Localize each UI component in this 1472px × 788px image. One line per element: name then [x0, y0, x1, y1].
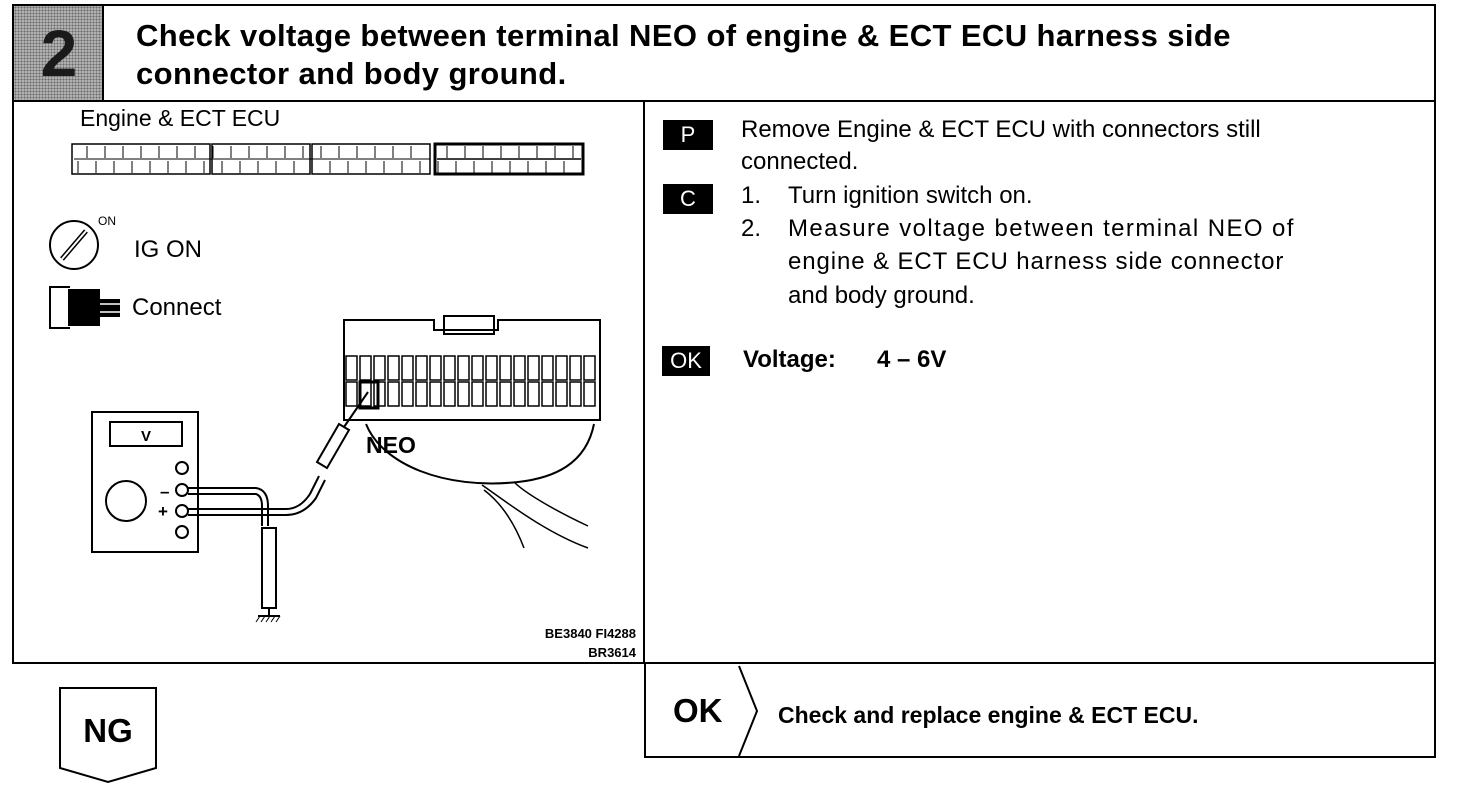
connector-cavity [429, 355, 442, 381]
header-divider [12, 100, 1436, 102]
p-instruction-line-1: Remove Engine & ECT ECU with connectors … [741, 116, 1261, 143]
test-leads [188, 391, 369, 617]
badge-c: C [663, 184, 713, 214]
column-divider [643, 101, 645, 664]
ground-symbol [255, 615, 281, 623]
harness-connector [343, 315, 601, 549]
step-title-line-1: Check voltage between terminal NEO of en… [136, 18, 1231, 53]
voltage-label: Voltage: [743, 346, 836, 373]
connector-cavity [569, 381, 582, 407]
connector-cavity [345, 355, 358, 381]
ecu-label: Engine & ECT ECU [80, 105, 280, 131]
connect-label: Connect [132, 294, 222, 321]
meter-display-label: V [141, 428, 151, 445]
step-1-text: Turn ignition switch on. [788, 182, 1033, 209]
connector-cavity [527, 381, 540, 407]
connector-cavity [443, 355, 456, 381]
voltmeter [91, 411, 199, 553]
ng-result-label: NG [83, 712, 133, 749]
meter-minus-label: – [160, 482, 169, 501]
connector-cavity [443, 381, 456, 407]
connector-cavity [569, 355, 582, 381]
step-2-line-1: Measure voltage between terminal NEO of [788, 215, 1295, 242]
connector-cavity [485, 381, 498, 407]
figure-code-2: BR3614 [588, 645, 636, 660]
procedure-frame [12, 4, 1436, 664]
voltage-value: 4 – 6V [877, 346, 947, 373]
meter-plus-label: + [158, 502, 168, 521]
step-1-number: 1. [741, 182, 762, 209]
connector-cavity [359, 355, 372, 381]
step-2-line-2: engine & ECT ECU harness side connector [788, 248, 1285, 275]
step-2-number: 2. [741, 215, 762, 242]
connector-cavity [499, 355, 512, 381]
connector-connect-icon [49, 286, 120, 329]
connector-cavity [541, 355, 554, 381]
connector-cavity [583, 381, 596, 407]
connector-cavity [583, 355, 596, 381]
connector-cavity [401, 355, 414, 381]
ok-result-label: OK [673, 692, 723, 729]
ok-result-action: Check and replace engine & ECT ECU. [778, 702, 1199, 728]
step-number: 2 [40, 16, 78, 90]
step-title-line-2: connector and body ground. [136, 56, 567, 91]
connector-cavity [457, 381, 470, 407]
step-number-box [14, 6, 104, 100]
connector-cavity [513, 381, 526, 407]
connector-cavity [387, 355, 400, 381]
neo-terminal-cavity [358, 380, 380, 410]
connector-cavity [499, 381, 512, 407]
connector-cavity [555, 381, 568, 407]
connector-cavity [541, 381, 554, 407]
connector-cavity [457, 355, 470, 381]
connector-cavity [429, 381, 442, 407]
ig-on-superscript: ON [98, 214, 116, 228]
connector-cavity [401, 381, 414, 407]
connector-cavity [471, 355, 484, 381]
connector-cavity [471, 381, 484, 407]
connector-cavity [485, 355, 498, 381]
ng-result-box [59, 687, 157, 784]
ig-on-label: IG ON [134, 236, 202, 263]
connector-cavity [513, 355, 526, 381]
ecu-connector-strip [71, 142, 585, 176]
badge-ok: OK [662, 346, 710, 376]
neo-terminal-label: NEO [366, 432, 416, 458]
badge-p: P [663, 120, 713, 150]
ignition-switch-icon [49, 220, 99, 270]
connector-cavity [415, 381, 428, 407]
wiring-diagram: Engine & ECT ECU ON IG ON Connect NEO [49, 105, 637, 660]
connector-cavity [373, 355, 386, 381]
step-2-line-3: and body ground. [788, 282, 975, 309]
connector-cavity [555, 355, 568, 381]
connector-cavity [527, 355, 540, 381]
ok-result-box [644, 664, 1436, 758]
figure-code-1: BE3840 FI4288 [545, 626, 636, 641]
p-instruction-line-2: connected. [741, 148, 859, 175]
ok-arrow-divider [738, 665, 759, 757]
connector-cavity [415, 355, 428, 381]
connector-cavity [345, 381, 358, 407]
connector-cavity [387, 381, 400, 407]
